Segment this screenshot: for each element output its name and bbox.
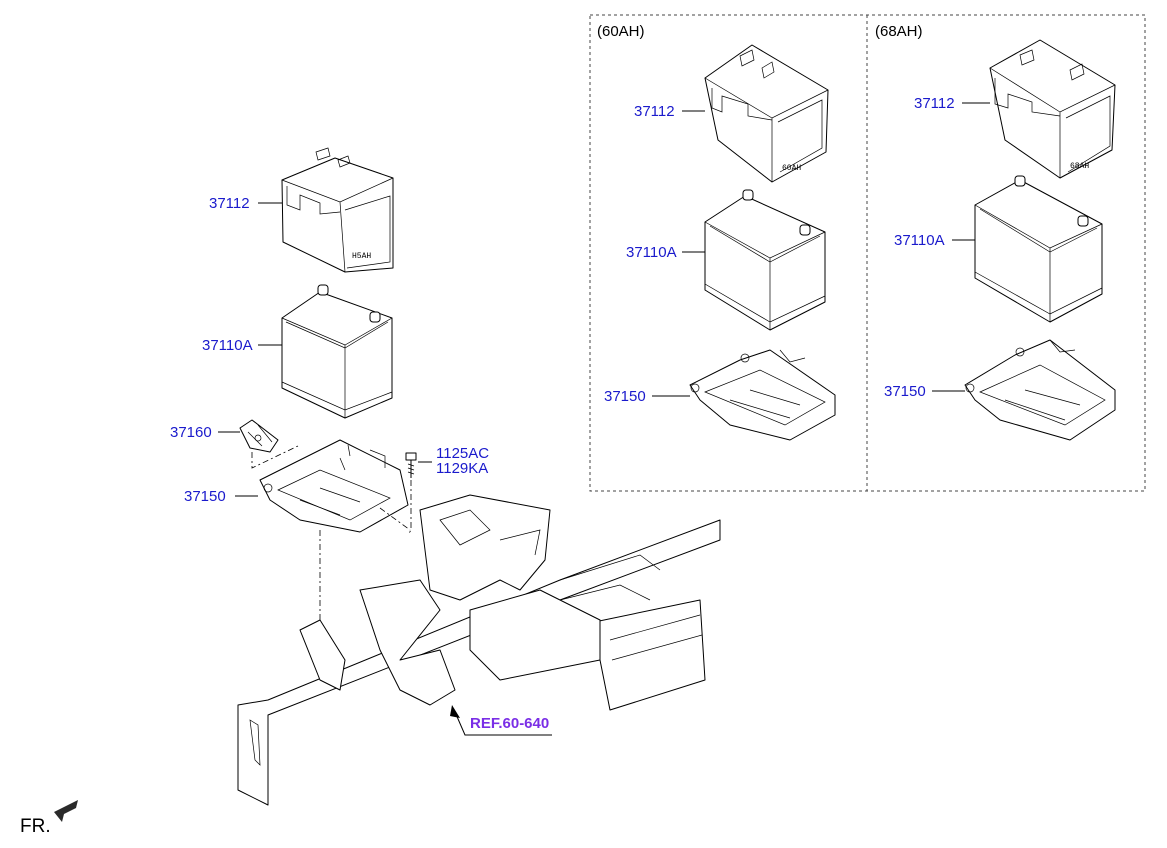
assembly-guide-lines [251,444,412,620]
battery-cover-68ah[interactable]: 68AH [989,39,1116,179]
variant-label-60ah: (60AH) [597,23,645,40]
callout-tray-68ah[interactable]: 37150 [884,383,926,400]
svg-text:60AH: 60AH [782,164,801,173]
front-direction-indicator: FR. [20,800,78,837]
svg-text:H5AH: H5AH [352,252,371,261]
front-direction-arrow-icon [54,800,78,822]
callout-cover-60ah[interactable]: 37112 [634,103,675,120]
leader-lines [218,102,990,736]
callout-battery-main[interactable]: 37110A [202,337,253,354]
callout-labels: 37112 37110A 37160 1125AC 1129KA 37150 3… [170,95,955,732]
callout-battery-68ah[interactable]: 37110A [894,232,945,249]
callout-tray-60ah[interactable]: 37150 [604,388,646,405]
battery-tray-main[interactable] [259,439,409,533]
variant-panels: (60AH) (68AH) [589,14,1146,492]
callout-cover-main[interactable]: 37112 [209,195,250,212]
callout-bolt-b[interactable]: 1129KA [436,460,488,477]
vehicle-frame [237,494,721,806]
svg-text:68AH: 68AH [1070,162,1089,171]
callout-tray-main[interactable]: 37150 [184,488,226,505]
callout-clamp[interactable]: 37160 [170,424,212,441]
battery-60ah[interactable] [704,189,826,331]
battery-cover-60ah[interactable]: 60AH [704,44,829,183]
variant-label-68ah: (68AH) [875,23,923,40]
callout-battery-60ah[interactable]: 37110A [626,244,677,261]
reference-link[interactable]: REF.60-640 [470,715,549,732]
callout-cover-68ah[interactable]: 37112 [914,95,955,112]
battery-main[interactable] [281,284,393,419]
battery-clamp[interactable] [239,419,279,453]
battery-68ah[interactable] [974,175,1103,323]
mounting-bolt[interactable] [405,452,417,478]
battery-tray-60ah[interactable] [689,349,836,441]
battery-tray-68ah[interactable] [964,339,1116,441]
battery-cover-main[interactable]: H5AH [281,147,394,273]
callout-bolt-a[interactable]: 1125AC [436,445,489,462]
direction-label: FR. [20,816,51,837]
